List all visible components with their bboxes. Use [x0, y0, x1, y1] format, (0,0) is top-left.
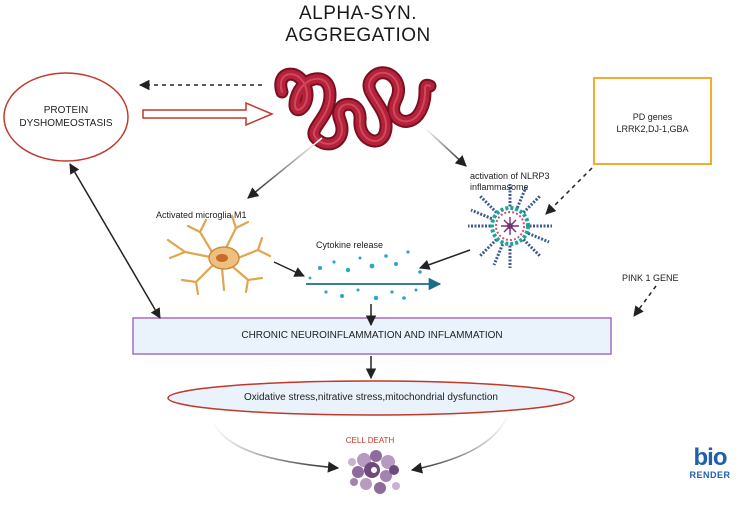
pd-genes-line-1: PD genes — [632, 112, 673, 122]
nlrp3-line-1: activation of NLRP3 — [470, 171, 550, 181]
microglia-icon — [166, 214, 272, 296]
dashed-arrow-pink1 — [633, 285, 657, 317]
title-line-1: ALPHA-SYN. — [299, 3, 417, 24]
curve-arrow-right-to-cell-death — [410, 411, 511, 474]
pink1-label: PINK 1 GENE — [622, 273, 679, 283]
nlrp3-line-2: inflammasome — [470, 182, 529, 192]
nlrp3-inflammasome-icon — [468, 184, 552, 268]
biorender-logo-top: bio — [693, 444, 728, 471]
protein-dyshomeostasis-label: PROTEIN DYSHOMEOSTASIS — [14, 104, 118, 130]
pd-genes-box — [593, 77, 712, 165]
title-line-2: AGGREGATION — [285, 25, 431, 46]
curve-arrow-left-to-cell-death — [211, 419, 340, 473]
block-arrow-protein-to-aggregate — [142, 101, 274, 127]
pd-genes-line-2: LRRK2,DJ-1,GBA — [616, 124, 689, 134]
chronic-inflammation-label: CHRONIC NEUROINFLAMMATION AND INFLAMMATI… — [241, 330, 503, 341]
arrow-inflammasome-to-cytokine — [419, 249, 471, 270]
oxidative-stress-ellipse — [167, 380, 575, 416]
protein-line-1: PROTEIN — [43, 105, 89, 116]
protein-line-2: DYSHOMEOSTASIS — [19, 118, 113, 129]
cell-death-icon — [348, 450, 400, 494]
arrow-microglia-to-cytokine — [273, 261, 305, 277]
alpha-syn-aggregate-icon — [274, 66, 437, 151]
oxidative-stress-label: Oxidative stress,nitrative stress,mitoch… — [244, 392, 498, 403]
biorender-logo-bottom: RENDER — [689, 470, 731, 480]
cytokine-release-icon — [308, 250, 422, 301]
biorender-logo: bio RENDER — [686, 444, 734, 481]
cytokine-label: Cytokine release — [316, 240, 384, 250]
microglia-label: Activated microglia M1 — [156, 210, 247, 220]
protein-dyshomeostasis-ellipse — [3, 72, 129, 162]
dashed-arrow-pd-genes-to-inflammasome — [545, 167, 593, 215]
arrow-aggregate-to-nlrp3 — [424, 127, 467, 167]
cell-death-label: CELL DEATH — [345, 436, 395, 445]
nlrp3-label: activation of NLRP3 inflammasome — [470, 171, 550, 193]
pd-genes-label: PD genes LRRK2,DJ-1,GBA — [596, 111, 709, 135]
arrow-aggregate-to-microglia — [247, 137, 323, 199]
double-arrow-protein-chronic — [69, 163, 161, 319]
